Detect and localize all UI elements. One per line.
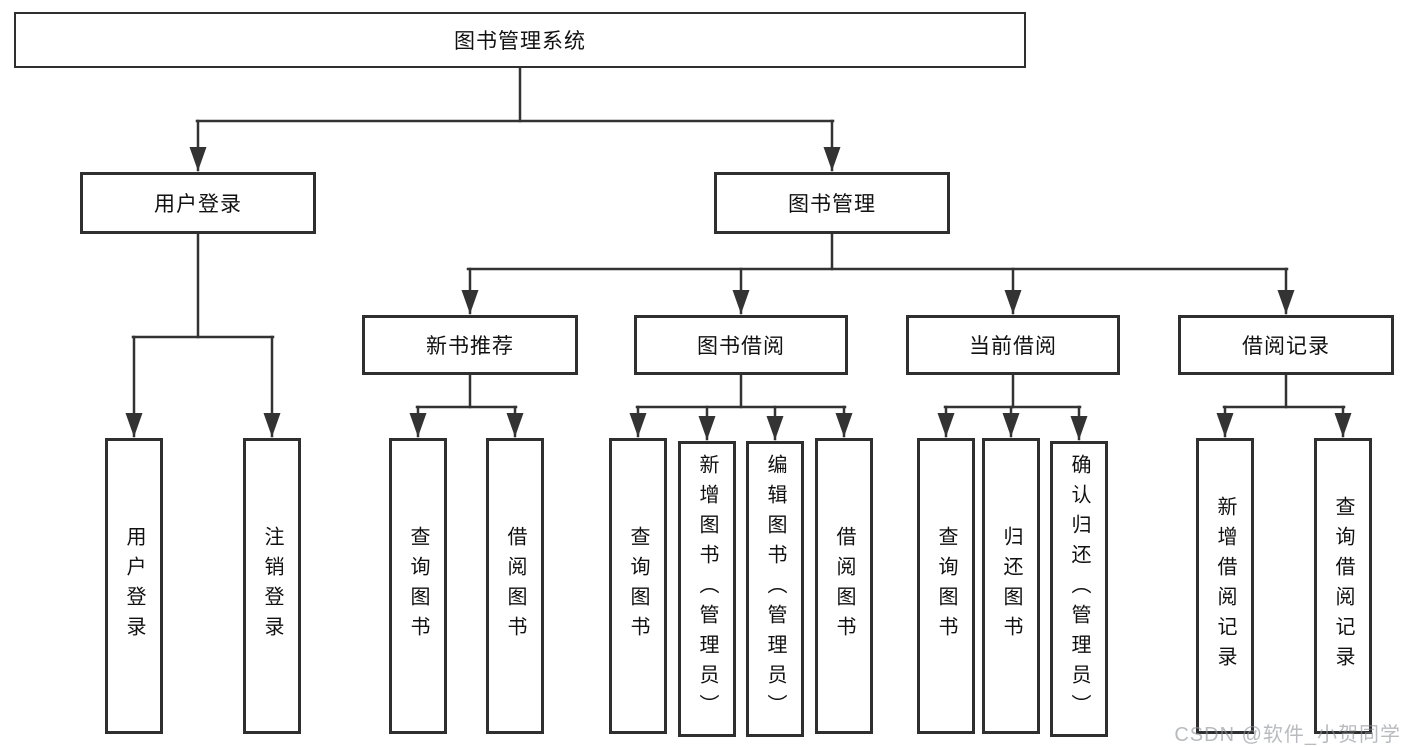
leaf-query-books-borrowing: 查询图书 <box>609 438 667 734</box>
leaf-borrow-books-label: 借阅图书 <box>833 526 855 646</box>
node-book-borrowing-label: 图书借阅 <box>697 335 785 358</box>
leaf-add-borrow-record-label: 新增借阅记录 <box>1214 496 1236 676</box>
node-book-management: 图书管理 <box>714 172 950 234</box>
leaf-borrow-books-recommend-label: 借阅图书 <box>504 526 526 646</box>
leaf-add-borrow-record: 新增借阅记录 <box>1196 438 1254 734</box>
leaf-edit-book-admin-label: 编辑图书（管理员） <box>764 454 786 724</box>
node-book-management-label: 图书管理 <box>788 193 876 216</box>
node-user-login-label: 用户登录 <box>154 193 242 216</box>
leaf-return-books: 归还图书 <box>982 438 1040 734</box>
leaf-query-books-recommend: 查询图书 <box>389 438 447 734</box>
leaf-user-login: 用户登录 <box>105 438 163 734</box>
leaf-query-books-current-label: 查询图书 <box>935 526 957 646</box>
connectors-root <box>189 66 841 172</box>
leaf-query-books-recommend-label: 查询图书 <box>407 526 429 646</box>
node-user-login: 用户登录 <box>80 172 316 234</box>
node-new-book-recommend: 新书推荐 <box>362 315 578 375</box>
connectors-book-management <box>461 232 1295 315</box>
connectors-borrowing-records <box>1216 373 1352 438</box>
leaf-confirm-return-admin-label: 确认归还（管理员） <box>1068 454 1090 724</box>
node-current-borrowing: 当前借阅 <box>906 315 1120 375</box>
watermark-text: CSDN @软件_小贺同学 <box>1174 724 1401 746</box>
connectors-user-login <box>125 232 281 438</box>
connectors-new-book-recommend <box>409 373 524 438</box>
node-current-borrowing-label: 当前借阅 <box>969 335 1057 358</box>
leaf-borrow-books: 借阅图书 <box>815 438 873 734</box>
leaf-query-borrow-record-label: 查询借阅记录 <box>1332 496 1354 676</box>
leaf-logout-label: 注销登录 <box>261 526 283 646</box>
node-root-label: 图书管理系统 <box>454 30 586 53</box>
leaf-edit-book-admin: 编辑图书（管理员） <box>746 441 804 737</box>
node-borrowing-records-label: 借阅记录 <box>1242 335 1330 358</box>
leaf-return-books-label: 归还图书 <box>1000 526 1022 646</box>
connectors-current-borrowing <box>937 373 1088 441</box>
leaf-query-books-current: 查询图书 <box>917 438 975 734</box>
leaf-add-book-admin-label: 新增图书（管理员） <box>696 454 718 724</box>
leaf-user-login-label: 用户登录 <box>123 526 145 646</box>
node-root: 图书管理系统 <box>14 12 1026 68</box>
node-borrowing-records: 借阅记录 <box>1178 315 1394 375</box>
leaf-add-book-admin: 新增图书（管理员） <box>678 441 736 737</box>
leaf-borrow-books-recommend: 借阅图书 <box>486 438 544 734</box>
node-book-borrowing: 图书借阅 <box>634 315 848 375</box>
leaf-query-borrow-record: 查询借阅记录 <box>1314 438 1372 734</box>
leaf-logout: 注销登录 <box>243 438 301 734</box>
connectors-book-borrowing <box>629 373 853 441</box>
node-new-book-recommend-label: 新书推荐 <box>426 335 514 358</box>
leaf-query-books-borrowing-label: 查询图书 <box>627 526 649 646</box>
leaf-confirm-return-admin: 确认归还（管理员） <box>1050 441 1108 737</box>
